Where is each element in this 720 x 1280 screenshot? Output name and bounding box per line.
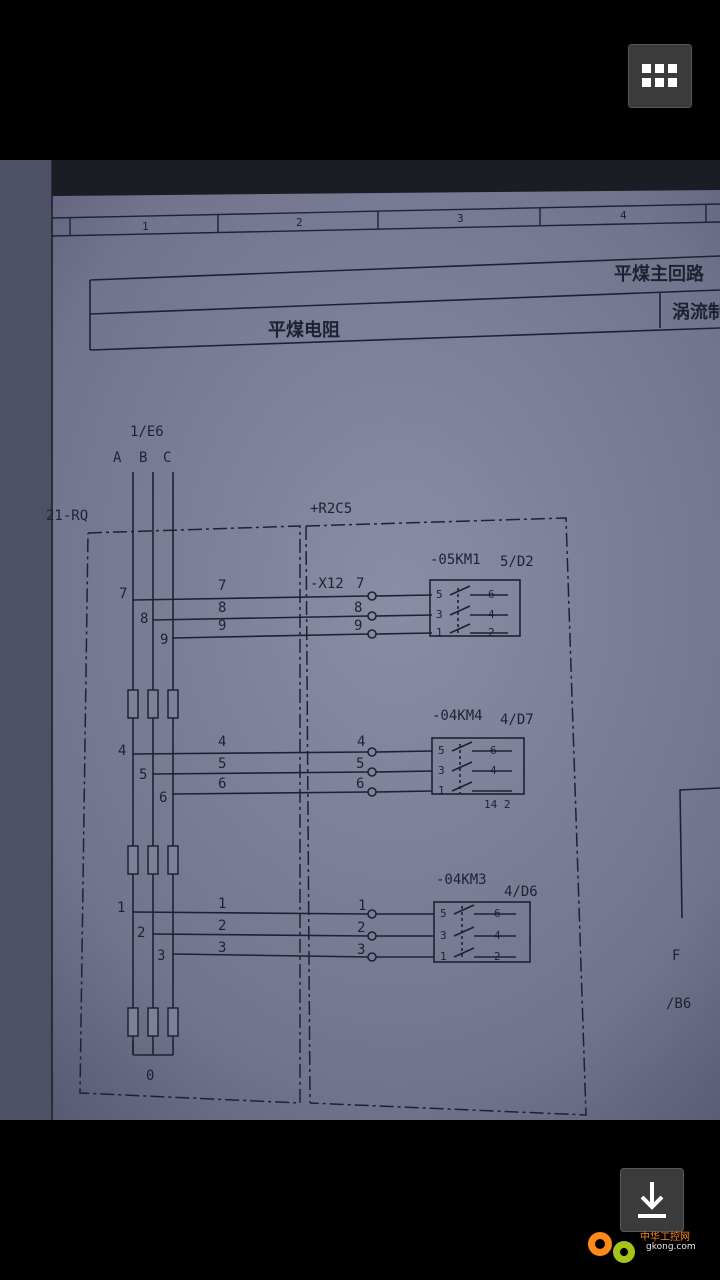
g1-left-9: 9 [160, 632, 168, 648]
g3-pin-2: 2 [494, 950, 501, 963]
g1-pin-4: 4 [488, 608, 495, 621]
g2-pin-14-2: 14 2 [484, 798, 511, 811]
phase-a: A [113, 450, 122, 466]
phase-c: C [163, 450, 171, 466]
g2-term-6: 6 [356, 776, 364, 792]
header-right-title: 涡流制 [672, 301, 720, 323]
phase-b: B [139, 450, 147, 466]
top-toolbar [0, 0, 720, 160]
download-button[interactable] [620, 1168, 684, 1232]
g3-pin-3: 3 [440, 929, 447, 942]
g2-mid-6: 6 [218, 776, 226, 792]
g3-pin-5: 5 [440, 907, 447, 920]
g2-term-4: 4 [357, 734, 365, 750]
header-title: 平煤主回路 [614, 263, 705, 285]
g1-mid-8: 8 [218, 600, 226, 616]
g3-left-2: 2 [137, 925, 145, 941]
download-icon [638, 1182, 666, 1218]
g1-pin-6: 6 [488, 588, 495, 601]
g1-term-8: 8 [354, 600, 362, 616]
g2-pin-1: 1 [438, 784, 445, 797]
g2-left-4: 4 [118, 743, 126, 759]
schematic-drawing: 1 2 3 4 平煤主回路 平煤电阻 涡流制 1/E6 A B C 21-RQ … [0, 160, 720, 1120]
g2-left-5: 5 [139, 767, 147, 783]
g3-term-3: 3 [357, 942, 365, 958]
g1-pin-5: 5 [436, 588, 443, 601]
g1-left-8: 8 [140, 611, 148, 627]
g3-contactor-ref: 4/D6 [504, 884, 538, 900]
g1-mid-9: 9 [218, 618, 226, 634]
grid-icon [642, 64, 678, 88]
g2-term-5: 5 [356, 756, 364, 772]
g2-mid-4: 4 [218, 734, 226, 750]
right-label-f: F [672, 948, 680, 964]
g1-left-7: 7 [119, 586, 127, 602]
g2-pin-3: 3 [438, 764, 445, 777]
terminal-tag: -X12 [310, 576, 344, 592]
bus-reference: 1/E6 [130, 424, 164, 440]
g1-pin-2: 2 [488, 626, 495, 639]
g1-contactor-name: -05KM1 [430, 552, 481, 568]
right-label-b6: /B6 [666, 996, 691, 1012]
g2-contactor-name: -04KM4 [432, 708, 483, 724]
g3-mid-3: 3 [218, 940, 226, 956]
gkong-watermark-logo [588, 1232, 635, 1263]
g1-term-9: 9 [354, 618, 362, 634]
g2-left-6: 6 [159, 790, 167, 806]
column-3: 3 [457, 212, 464, 225]
schematic-photo: 1 2 3 4 平煤主回路 平煤电阻 涡流制 1/E6 A B C 21-RQ … [0, 160, 720, 1120]
g3-left-3: 3 [157, 948, 165, 964]
g3-pin-4: 4 [494, 929, 501, 942]
g2-pin-6: 6 [490, 744, 497, 757]
neutral-label: 0 [146, 1068, 154, 1084]
g3-contactor-name: -04KM3 [436, 872, 487, 888]
cabinet-tag: +R2C5 [310, 501, 352, 517]
g1-contactor-ref: 5/D2 [500, 554, 534, 570]
watermark-title: 中华工控网 [640, 1232, 690, 1243]
g3-pin-6: 6 [494, 907, 501, 920]
column-2: 2 [296, 216, 303, 229]
g3-pin-1: 1 [440, 950, 447, 963]
g1-pin-3: 3 [436, 608, 443, 621]
g2-contactor-ref: 4/D7 [500, 712, 534, 728]
grid-menu-button[interactable] [628, 44, 692, 108]
g3-term-1: 1 [358, 898, 366, 914]
header-left-title: 平煤电阻 [268, 319, 340, 341]
g1-pin-1: 1 [436, 626, 443, 639]
watermark-url: gkong.com [646, 1242, 696, 1252]
g3-mid-1: 1 [218, 896, 226, 912]
g1-term-7: 7 [356, 576, 364, 592]
g3-mid-2: 2 [218, 918, 226, 934]
g3-left-1: 1 [117, 900, 125, 916]
column-4: 4 [620, 209, 627, 222]
g1-mid-7: 7 [218, 578, 226, 594]
resistor-tag: 21-RQ [46, 508, 88, 524]
g2-mid-5: 5 [218, 756, 226, 772]
g2-pin-4: 4 [490, 764, 497, 777]
g2-pin-5: 5 [438, 744, 445, 757]
column-1: 1 [142, 220, 149, 233]
g3-term-2: 2 [357, 920, 365, 936]
